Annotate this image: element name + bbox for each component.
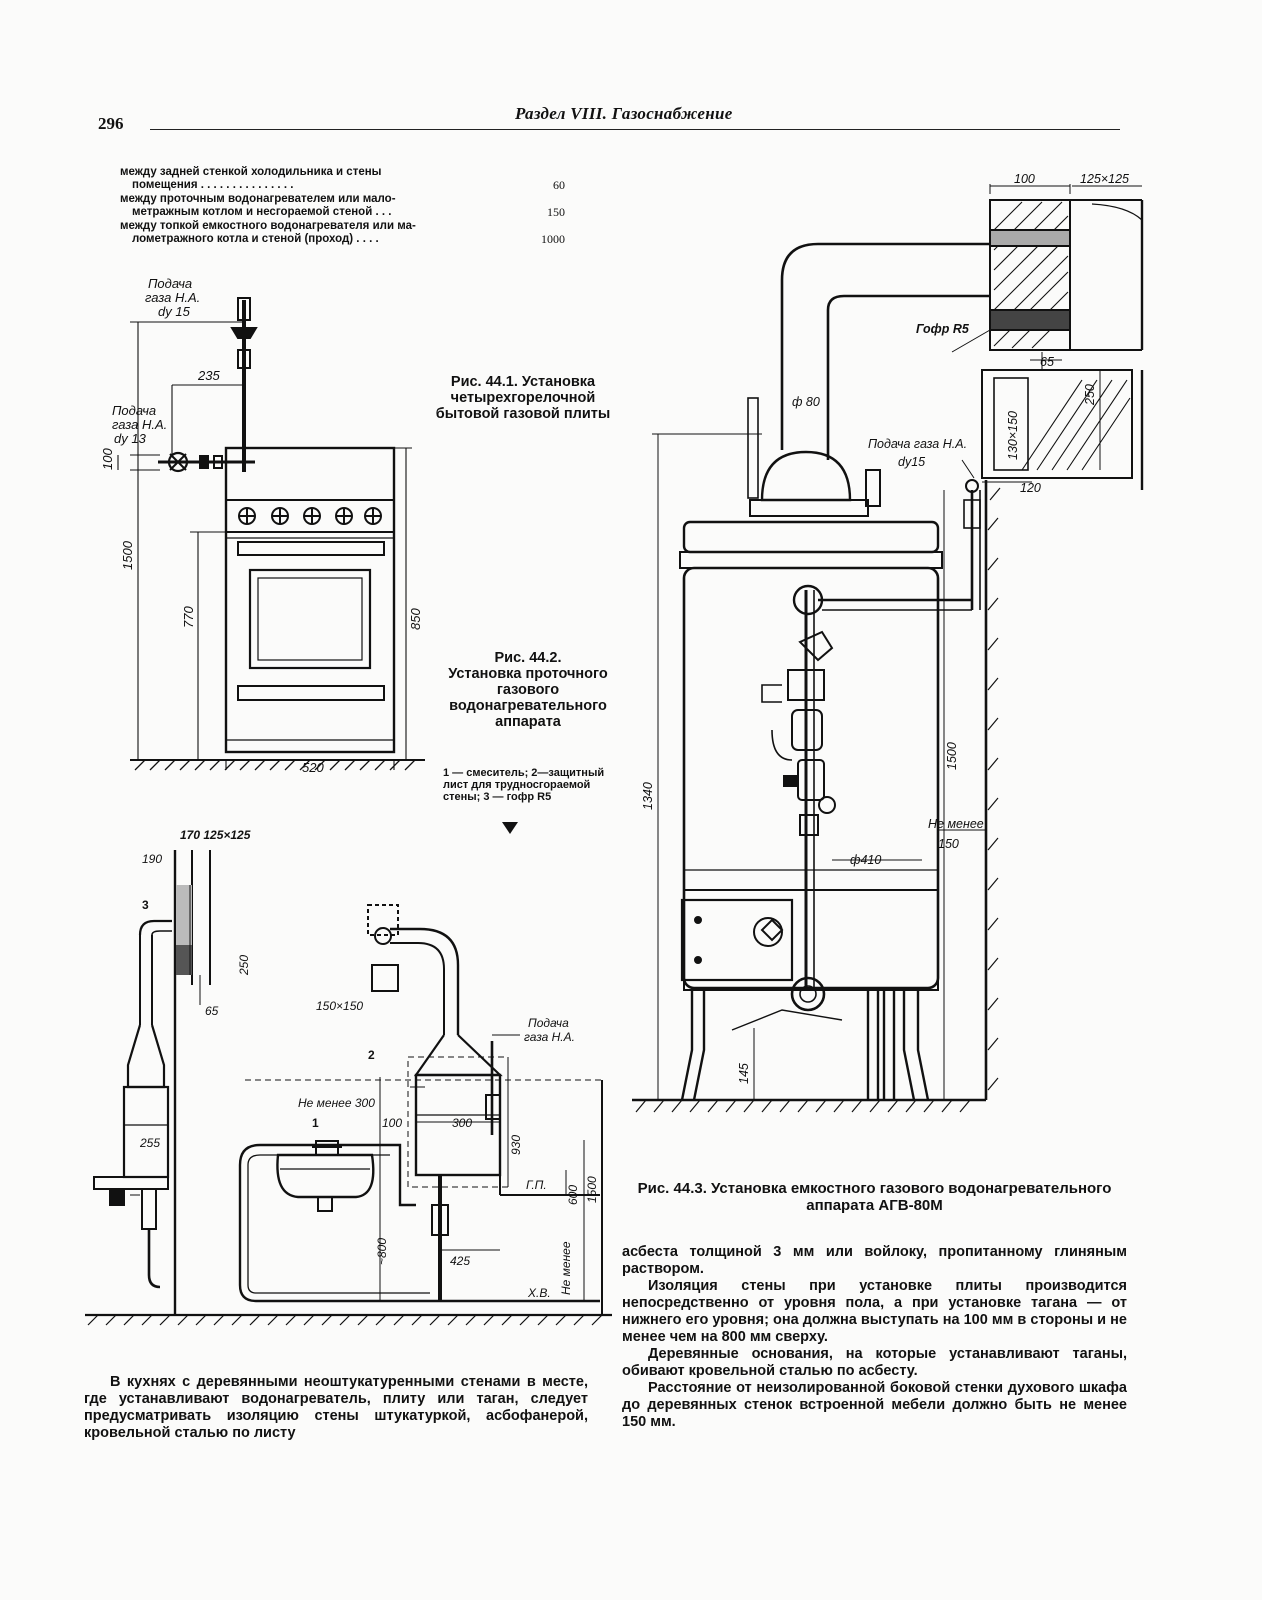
dim-65-c: 65: [1040, 355, 1054, 369]
distance-text: между топкой емкостного водонагревателя …: [120, 220, 416, 232]
dim-190: 190: [142, 852, 162, 866]
figure-44-1-stove-drawing: Подача газа Н.А. dy 15 Подача газа Н.А. …: [100, 276, 425, 775]
body-text-right: асбеста толщиной 3 мм или войлоку, пропи…: [622, 1244, 1127, 1431]
distances-table: между задней стенкой холодильника и стен…: [120, 166, 565, 247]
dim-600: 600: [566, 1185, 580, 1205]
dim-1500-b: 1500: [585, 1176, 599, 1203]
marker-1: 1: [312, 1116, 319, 1130]
body-text-left: В кухнях с деревянными неоштукатуренными…: [84, 1374, 588, 1442]
header-rule: [150, 129, 1120, 130]
dim-520: 520: [302, 760, 324, 775]
distance-text-cont: метражным котлом и несгораемой стеной . …: [132, 206, 392, 218]
dim-425: 425: [450, 1254, 470, 1268]
dim-100-b: 100: [382, 1116, 402, 1130]
phi-410: ф410: [850, 853, 881, 867]
dim-1500: 1500: [120, 540, 135, 570]
distance-row: между проточным водонагревателем или мал…: [120, 193, 565, 219]
figure-44-2-legend: 1 — смеситель; 2—защитный лист для трудн…: [443, 767, 605, 803]
dim-930: 930: [509, 1135, 523, 1155]
distance-value: 150: [547, 205, 565, 219]
gas-inlet-top-dy: dy 15: [158, 304, 191, 319]
dim-125x125: 125×125: [1080, 172, 1129, 186]
distance-text: между задней стенкой холодильника и стен…: [120, 166, 382, 178]
distance-value: 1000: [541, 232, 565, 246]
figure-44-2-caption: Рис. 44.2. Установка проточного газового…: [443, 650, 613, 730]
dim-300: 300: [452, 1116, 472, 1130]
paragraph: Изоляция стены при установке плиты произ…: [622, 1278, 1127, 1345]
figure-44-3-agv-drawing: 100 125×125 Гофр R5 65 250 130×150 120 ф…: [632, 172, 1144, 1113]
gas-inlet-side-dy: dy 13: [114, 431, 147, 446]
dim-250-c: 250: [1083, 384, 1097, 406]
gas-label-c: Подача газа Н.А.: [868, 437, 967, 451]
distance-row: между задней стенкой холодильника и стен…: [120, 166, 565, 192]
paragraph: асбеста толщиной 3 мм или войлоку, пропи…: [622, 1244, 1127, 1277]
top-dims: 170 125×125: [180, 828, 251, 842]
dim-255: 255: [139, 1136, 160, 1150]
dim-100: 100: [100, 448, 115, 470]
dim-250: 250: [237, 955, 251, 976]
distance-text: между проточным водонагревателем или мал…: [120, 193, 396, 205]
gas-inlet-side-label: Подача: [112, 403, 156, 418]
dim-65: 65: [205, 1004, 219, 1018]
gofr-label: Гофр R5: [916, 322, 970, 336]
figure-44-2-caption-label: Рис. 44.2.: [494, 650, 562, 666]
gas-inlet-top-label: Подача: [148, 276, 192, 291]
dim-130x150: 130×150: [1006, 411, 1020, 460]
triangle-marker: [502, 822, 518, 834]
distance-text-cont: помещения . . . . . . . . . . . . . . .: [132, 179, 294, 191]
dim-235: 235: [197, 368, 220, 383]
dim-150-c: 150: [938, 837, 959, 851]
dim-1340: 1340: [641, 782, 655, 810]
phi-80: ф 80: [792, 395, 820, 409]
page-number: 296: [98, 114, 124, 133]
figure-44-3-caption: Рис. 44.3. Установка емкостного газового…: [637, 1180, 1112, 1214]
gp-label: Г.П.: [526, 1178, 547, 1192]
not-less-c: Не менее: [928, 817, 984, 831]
distance-text-cont: лометражного котла и стеной (проход) . .…: [132, 233, 379, 245]
dim-120: 120: [1020, 481, 1041, 495]
not-less-vertical: Не менее: [559, 1241, 573, 1295]
not-less-300: Не менее 300: [298, 1096, 375, 1110]
marker-2: 2: [368, 1048, 375, 1062]
hv-label: Х.В.: [527, 1286, 551, 1300]
gas-label: Подача: [528, 1016, 569, 1030]
dim-770: 770: [181, 606, 196, 628]
marker-3: 3: [142, 898, 149, 912]
paragraph: В кухнях с деревянными неоштукатуренными…: [84, 1374, 588, 1441]
dy-label-c: dy15: [898, 455, 925, 469]
distance-row: между топкой емкостного водонагревателя …: [120, 220, 565, 246]
figure-44-2-heater-drawing: 170 125×125 190 3 250 65 255 150×150 Под…: [85, 828, 612, 1326]
dim-145: 145: [737, 1063, 751, 1084]
figure-44-2-caption-text: Установка проточного газового водонагрев…: [448, 666, 608, 730]
running-title: Раздел VIII. Газоснабжение: [515, 104, 733, 123]
dim-1500-c: 1500: [945, 742, 959, 770]
paragraph: Деревянные основания, на которые устанав…: [622, 1346, 1127, 1379]
gas-inlet-top-label-2: газа Н.А.: [145, 290, 200, 305]
dim-100-c: 100: [1014, 172, 1035, 186]
gas-label-2: газа Н.А.: [524, 1030, 575, 1044]
gas-inlet-side-label-2: газа Н.А.: [112, 417, 167, 432]
dim-800: ~800: [375, 1238, 389, 1265]
dim-150x150: 150×150: [316, 999, 363, 1013]
distance-value: 60: [553, 178, 565, 192]
dim-850: 850: [408, 608, 423, 630]
paragraph: Расстояние от неизолированной боковой ст…: [622, 1380, 1127, 1430]
figure-44-1-caption: Рис. 44.1. Установка четырехгорелочной б…: [435, 374, 611, 422]
